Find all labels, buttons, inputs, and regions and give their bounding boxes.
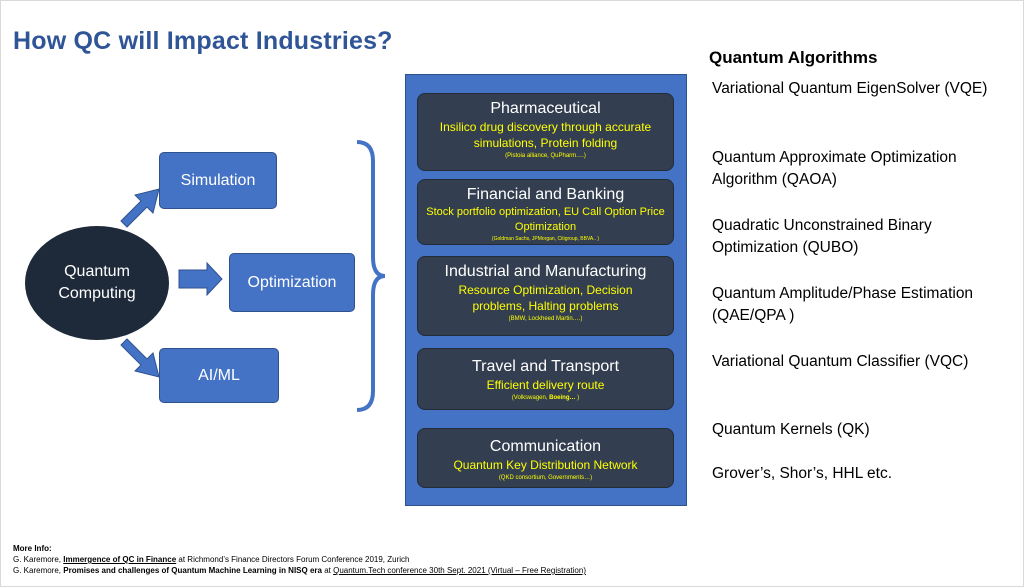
industry-name: Travel and Transport xyxy=(471,358,620,375)
industry-companies: (BMW, Lockheed Martin….) xyxy=(508,316,583,322)
industry-name: Industrial and Manufacturing xyxy=(444,263,647,280)
reference-2: G. Karemore, Promises and challenges of … xyxy=(13,565,586,576)
industry-description: Efficient delivery route xyxy=(486,378,605,392)
industry-description: Stock portfolio optimization, EU Call Op… xyxy=(426,206,665,233)
industry-name: Communication xyxy=(489,438,602,455)
aiml-node: AI/ML xyxy=(159,348,279,403)
reference-link-immergence[interactable]: Immergence of QC in Finance xyxy=(63,555,177,564)
arrow-to-aiml xyxy=(120,338,160,378)
arrow-to-simulation xyxy=(120,188,160,228)
aiml-label: AI/ML xyxy=(198,366,240,384)
industry-card-financial: Financial and Banking Stock portfolio op… xyxy=(417,179,674,245)
simulation-node: Simulation xyxy=(159,152,277,209)
industry-description: Resource Optimization, Decision problems… xyxy=(458,283,633,313)
reference-details: at Richmond’s Finance Directors Forum Co… xyxy=(176,555,410,564)
industry-companies: (QKD consortium, Governments…) xyxy=(498,475,593,481)
industry-card-pharmaceutical: Pharmaceutical Insilico drug discovery t… xyxy=(417,93,674,171)
optimization-node: Optimization xyxy=(229,253,355,312)
reference-at: at xyxy=(321,566,334,575)
companies-suffix: ) xyxy=(575,395,580,401)
industry-name: Pharmaceutical xyxy=(490,100,601,117)
companies-bold: Boeing… xyxy=(549,395,576,401)
algorithm-item: Quantum Approximate Optimization Algorit… xyxy=(712,149,957,188)
reference-author: G. Karemore, xyxy=(13,566,64,575)
footer-heading: More Info: xyxy=(13,544,52,553)
reference-title: Promises and challenges of Quantum Machi… xyxy=(63,566,322,575)
curly-brace xyxy=(356,140,386,412)
algorithms-heading: Quantum Algorithms xyxy=(709,48,878,67)
connector-arrows xyxy=(120,188,223,378)
algorithm-item: Grover’s, Shor’s, HHL etc. xyxy=(712,465,893,482)
industries-panel: Pharmaceutical Insilico drug discovery t… xyxy=(405,74,687,506)
algorithm-item: Quantum Amplitude/Phase Estimation (QAE/… xyxy=(712,285,974,324)
algorithm-item: Variational Quantum Classifier (VQC) xyxy=(712,353,969,370)
industry-description: Quantum Key Distribution Network xyxy=(453,458,638,472)
industry-card-travel: Travel and Transport Efficient delivery … xyxy=(417,348,674,410)
footer-references: More Info: G. Karemore, Immergence of QC… xyxy=(13,543,586,576)
reference-author: G. Karemore, xyxy=(13,555,64,564)
reference-1: G. Karemore, Immergence of QC in Finance… xyxy=(13,554,586,565)
companies-prefix: (Volkswagen, xyxy=(511,395,550,401)
industry-description: Insilico drug discovery through accurate… xyxy=(439,120,652,150)
industry-companies: (Goldman Sachs, JPMorgan, Citigroup, BBV… xyxy=(491,236,600,242)
reference-link-quantum-tech[interactable]: Quantum.Tech conference 30th Sept. 2021 … xyxy=(333,566,586,575)
industry-companies: (Pistoia alliance, QuPharm….) xyxy=(505,153,586,159)
industry-card-industrial: Industrial and Manufacturing Resource Op… xyxy=(417,256,674,336)
arrow-to-optimization xyxy=(178,261,223,297)
industry-name: Financial and Banking xyxy=(466,186,625,203)
simulation-label: Simulation xyxy=(180,171,256,189)
quantum-computing-node: Quantum Computing xyxy=(25,226,169,340)
quantum-computing-label: Quantum Computing xyxy=(58,263,136,302)
slide-title: How QC will Impact Industries? xyxy=(13,27,393,55)
algorithm-item: Quantum Kernels (QK) xyxy=(712,421,870,438)
algorithm-item: Variational Quantum EigenSolver (VQE) xyxy=(712,80,988,97)
industry-card-communication: Communication Quantum Key Distribution N… xyxy=(417,428,674,488)
optimization-label: Optimization xyxy=(247,273,337,291)
algorithm-item: Quadratic Unconstrained Binary Optimizat… xyxy=(712,217,932,256)
industry-companies: (Volkswagen, Boeing… ) xyxy=(418,393,673,403)
